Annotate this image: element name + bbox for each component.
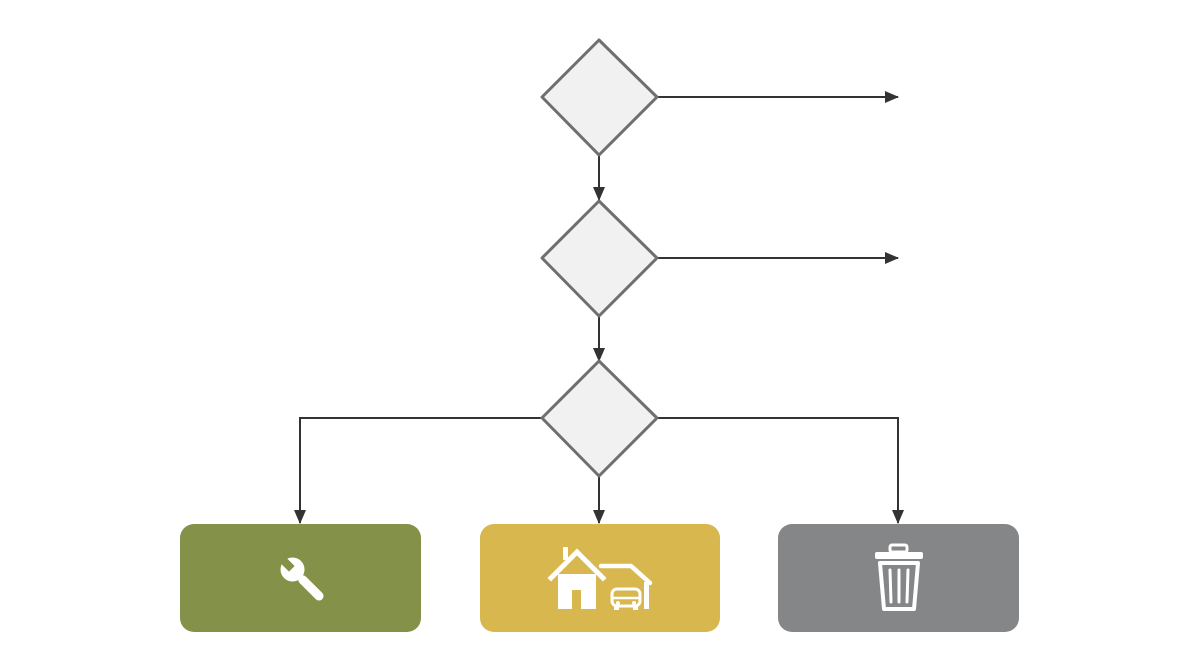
outcome-repair [180, 524, 421, 632]
edge-decision-3-to-outcome-discard [657, 417, 904, 524]
decision-node-2 [540, 199, 659, 318]
connectors [294, 91, 904, 524]
outcome-home-garage [480, 524, 720, 632]
decision-node-3 [540, 359, 659, 478]
outcome-nodes [180, 524, 1019, 632]
house-garage-icon [547, 547, 653, 610]
decision-nodes [540, 38, 659, 478]
outcome-discard [778, 524, 1019, 632]
edge-decision-3-to-outcome-repair [294, 417, 541, 524]
wrench-icon [279, 556, 324, 601]
trash-can-icon [875, 543, 923, 611]
decision-node-1 [540, 38, 659, 157]
